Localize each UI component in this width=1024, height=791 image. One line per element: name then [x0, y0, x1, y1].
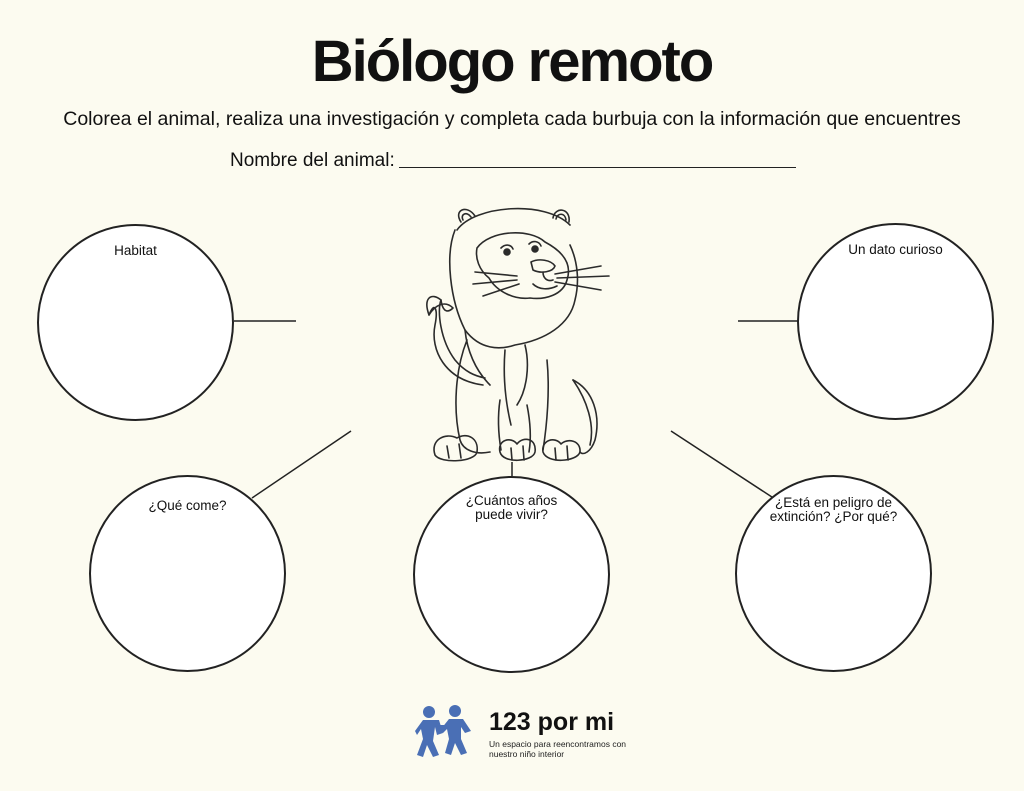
lion-illustration: [426, 207, 610, 462]
page-title: Biólogo remoto: [311, 29, 715, 94]
instructions-text: Colorea el animal, realiza una investiga…: [63, 108, 961, 130]
endangered-label-line1: ¿Está en peligro de: [774, 495, 893, 510]
fun-fact-bubble[interactable]: Un dato curioso: [797, 223, 994, 420]
endangered-label-line2: extinción? ¿Por qué?: [769, 509, 898, 524]
diet-label: ¿Qué come?: [148, 498, 227, 513]
animal-name-row: Nombre del animal:: [230, 150, 796, 172]
connector-endangered: [670, 430, 779, 502]
animal-name-blank[interactable]: [398, 166, 796, 168]
lifespan-label-line2: puede vivir?: [475, 507, 548, 522]
habitat-label: Habitat: [114, 243, 157, 258]
brand-name: 123 por mi: [489, 708, 615, 736]
animal-name-label: Nombre del animal:: [230, 150, 395, 171]
lifespan-bubble[interactable]: ¿Cuántos años puede vivir?: [413, 476, 610, 673]
habitat-bubble[interactable]: Habitat: [37, 224, 234, 421]
lifespan-label-line1: ¿Cuántos años: [465, 493, 558, 508]
fun-fact-label: Un dato curioso: [848, 242, 943, 257]
brand-tagline: Un espacio para reencontramos con nuestr…: [489, 739, 627, 759]
diet-bubble[interactable]: ¿Qué come?: [89, 475, 286, 672]
connector-diet: [251, 430, 352, 499]
two-children-logo: [415, 705, 471, 757]
endangered-bubble[interactable]: ¿Está en peligro de extinción? ¿Por qué?: [735, 475, 932, 672]
